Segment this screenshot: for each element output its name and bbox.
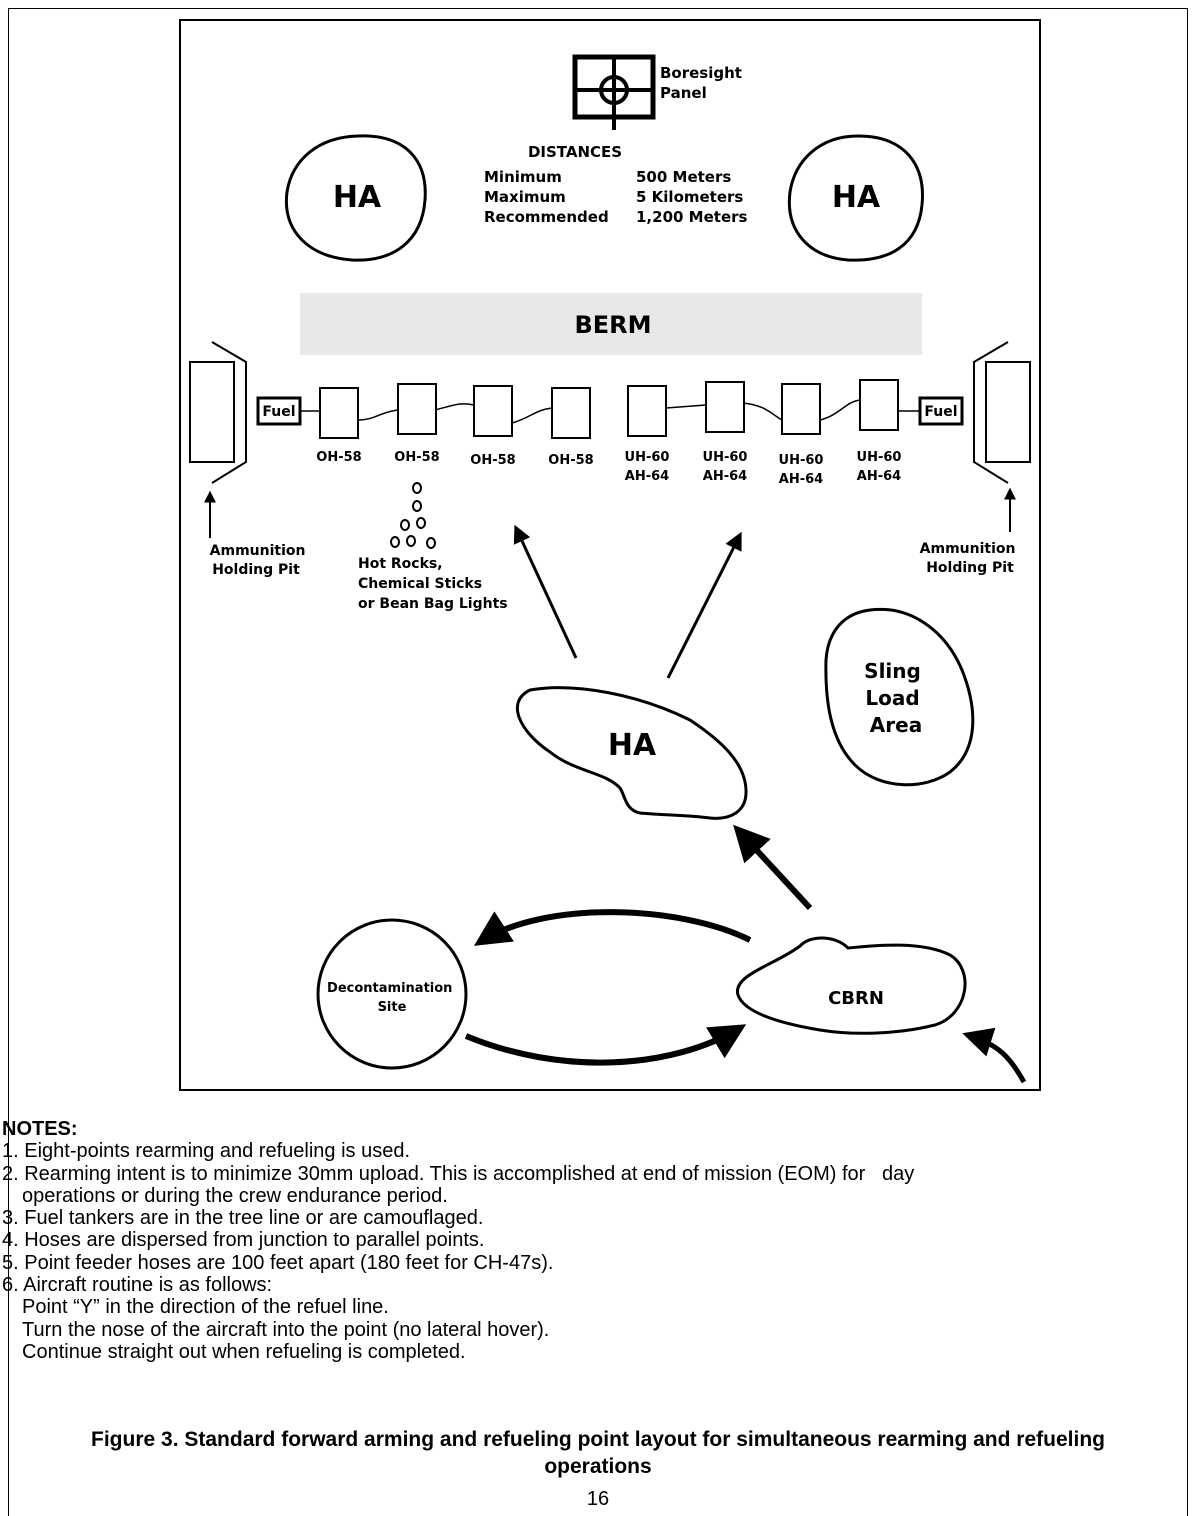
cbrn-area <box>736 936 967 1035</box>
note-item: 1. Eight-points rearming and refueling i… <box>2 1140 411 1163</box>
distances-table: Minimum 500 Meters Maximum 5 Kilometers … <box>484 168 748 226</box>
note-item: 3. Fuel tankers are in the tree line or … <box>2 1207 484 1230</box>
note-item: 2. Rearming intent is to minimize 30mm u… <box>2 1162 915 1185</box>
ha-area-center <box>516 686 748 820</box>
ammunition-pit-right <box>973 341 1031 484</box>
ha-label: HA <box>608 728 657 763</box>
fuel-tank-left <box>256 396 302 426</box>
note-item: 4. Hoses are dispersed from junction to … <box>2 1229 485 1252</box>
ha-label: HA <box>333 180 382 215</box>
boresight-label: Boresight Panel <box>660 64 747 102</box>
distance-label: Minimum <box>484 168 562 186</box>
sling-load-label: Sling Load Area <box>864 659 928 737</box>
caption-line: operations <box>544 1455 652 1478</box>
distance-value: 500 Meters <box>636 168 731 186</box>
note-continuation: Continue straight out when refueling is … <box>22 1340 466 1363</box>
fuel-label: Fuel <box>924 404 957 420</box>
distance-label: Maximum <box>484 188 566 206</box>
hot-rocks-icon <box>390 482 436 549</box>
cbrn-label: CBRN <box>828 988 884 1009</box>
note-continuation: operations or during the crew endurance … <box>22 1184 448 1207</box>
ha-area-right <box>787 134 924 262</box>
berm-label: BERM <box>574 311 651 339</box>
aircraft-type-label: OH-58 <box>316 450 361 465</box>
ammo-label-right: Ammunition Holding Pit <box>920 541 1021 576</box>
sling-load-area <box>824 607 975 787</box>
refuel-point-box <box>627 385 667 437</box>
refuel-point-box <box>551 387 591 439</box>
distance-value: 1,200 Meters <box>636 208 748 226</box>
aircraft-type-label: OH-58 <box>394 450 439 465</box>
berm <box>300 293 922 355</box>
figure-caption: Figure 3. Standard forward arming and re… <box>0 1426 1196 1480</box>
refuel-point-box <box>319 387 359 439</box>
notes-section: NOTES: 1. Eight-points rearming and refu… <box>2 1118 1192 1363</box>
notes-title: NOTES: <box>2 1118 78 1140</box>
note-item: 5. Point feeder hoses are 100 feet apart… <box>2 1251 554 1274</box>
caption-line: Figure 3. Standard forward arming and re… <box>91 1428 1105 1451</box>
refuel-point-box <box>859 379 899 431</box>
fuel-hoses <box>300 399 920 424</box>
page-number: 16 <box>586 1488 610 1510</box>
notes-list: 1. Eight-points rearming and refueling i… <box>2 1140 1192 1363</box>
arrow-cbrn-to-ha <box>733 824 813 911</box>
fuel-label: Fuel <box>262 404 295 420</box>
refuel-point-box <box>473 385 513 437</box>
arrow-into-cbrn <box>962 1027 1027 1084</box>
distances-title: DISTANCES <box>528 143 622 161</box>
aircraft-type-label: OH-58 <box>470 453 515 468</box>
note-item: 6. Aircraft routine is as follows: <box>2 1274 273 1297</box>
note-continuation: Point “Y” in the direction of the refuel… <box>22 1296 389 1319</box>
fuel-tank-right <box>918 396 964 426</box>
refuel-point-box <box>781 383 821 435</box>
distance-label: Recommended <box>484 208 609 226</box>
arrow-cbrn-to-decon <box>473 909 752 946</box>
ha-label: HA <box>832 180 881 215</box>
refuel-point-box <box>705 381 745 433</box>
ha-area-left <box>284 134 427 262</box>
decontamination-label: Decontamination Site <box>327 981 457 1015</box>
note-continuation: Turn the nose of the aircraft into the p… <box>22 1318 550 1341</box>
arrow-to-oh58 <box>513 524 578 659</box>
distance-value: 5 Kilometers <box>636 188 743 206</box>
arrow-decon-to-cbrn <box>464 1024 747 1066</box>
aircraft-type-label: OH-58 <box>548 453 593 468</box>
arrow-to-uh60 <box>666 531 742 679</box>
farp-layout-diagram: Boresight Panel DISTANCES Minimum 500 Me… <box>179 19 1041 1091</box>
boresight-panel-icon <box>572 54 656 130</box>
hot-rocks-label: Hot Rocks, Chemical Sticks or Bean Bag L… <box>358 556 508 612</box>
ammunition-pit-left <box>189 341 247 484</box>
refuel-point-box <box>397 383 437 435</box>
ammo-label-left: Ammunition Holding Pit <box>210 543 311 578</box>
page-border <box>8 8 1188 1516</box>
decontamination-site <box>316 918 468 1070</box>
